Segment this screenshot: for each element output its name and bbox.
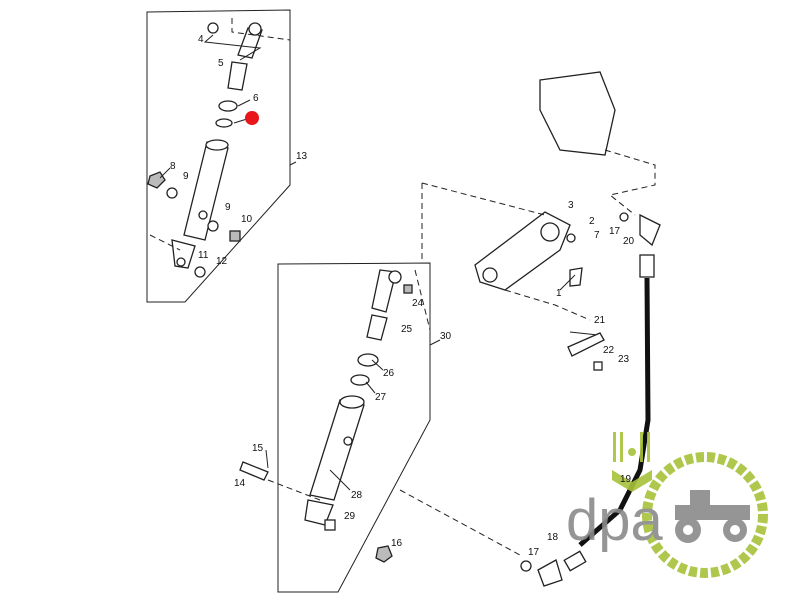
- callout[interactable]: 26: [383, 368, 395, 379]
- callout[interactable]: 3: [568, 200, 574, 211]
- callout[interactable]: 9: [225, 202, 231, 213]
- callout[interactable]: 12: [216, 256, 228, 267]
- callout[interactable]: 20: [623, 236, 635, 247]
- dashed-leaders: [149, 18, 656, 556]
- callout[interactable]: 4: [198, 34, 204, 45]
- gear-icon: [642, 452, 768, 578]
- dpa-logo: dpa: [566, 432, 768, 578]
- callout[interactable]: 22: [603, 345, 615, 356]
- callout[interactable]: 18: [547, 532, 559, 543]
- callout[interactable]: 7: [594, 230, 600, 241]
- wheat-icon: [612, 432, 652, 492]
- callout[interactable]: 2: [589, 216, 595, 227]
- callout[interactable]: 9: [183, 171, 189, 182]
- callout[interactable]: 21: [594, 315, 606, 326]
- callout[interactable]: 17: [609, 226, 621, 237]
- callout[interactable]: 8: [170, 161, 176, 172]
- callout[interactable]: 16: [391, 538, 403, 549]
- callout[interactable]: 29: [344, 511, 356, 522]
- group-frame-13: [146, 9, 291, 303]
- callout[interactable]: 23: [618, 354, 630, 365]
- callout[interactable]: 11: [198, 250, 209, 261]
- callout[interactable]: 28: [351, 490, 363, 501]
- upper-cylinder: [147, 22, 263, 278]
- leader-lines: [159, 34, 576, 491]
- callout[interactable]: 6: [253, 93, 259, 104]
- linkage-assembly: [474, 71, 661, 587]
- group-frame-30: [277, 262, 431, 593]
- callout[interactable]: 27: [375, 392, 387, 403]
- callout[interactable]: 19: [620, 474, 632, 485]
- callout[interactable]: 14: [234, 478, 246, 489]
- callout[interactable]: 1: [556, 288, 562, 299]
- callout[interactable]: 17: [528, 547, 540, 558]
- callout[interactable]: 30: [440, 331, 452, 342]
- callout[interactable]: 24: [412, 298, 424, 309]
- highlight-marker[interactable]: [245, 111, 259, 125]
- tractor-icon: [675, 490, 750, 543]
- callout[interactable]: 25: [401, 324, 413, 335]
- callout[interactable]: 13: [296, 151, 308, 162]
- callout[interactable]: 10: [241, 214, 253, 225]
- callout[interactable]: 5: [218, 58, 224, 69]
- callout-labels: 4 5 6 8 9 9 10 11 12 13 30 24 25 26 27 2…: [170, 34, 635, 558]
- callout[interactable]: 15: [252, 443, 264, 454]
- logo-text: dpa: [566, 488, 664, 553]
- lower-cylinder: [239, 269, 413, 563]
